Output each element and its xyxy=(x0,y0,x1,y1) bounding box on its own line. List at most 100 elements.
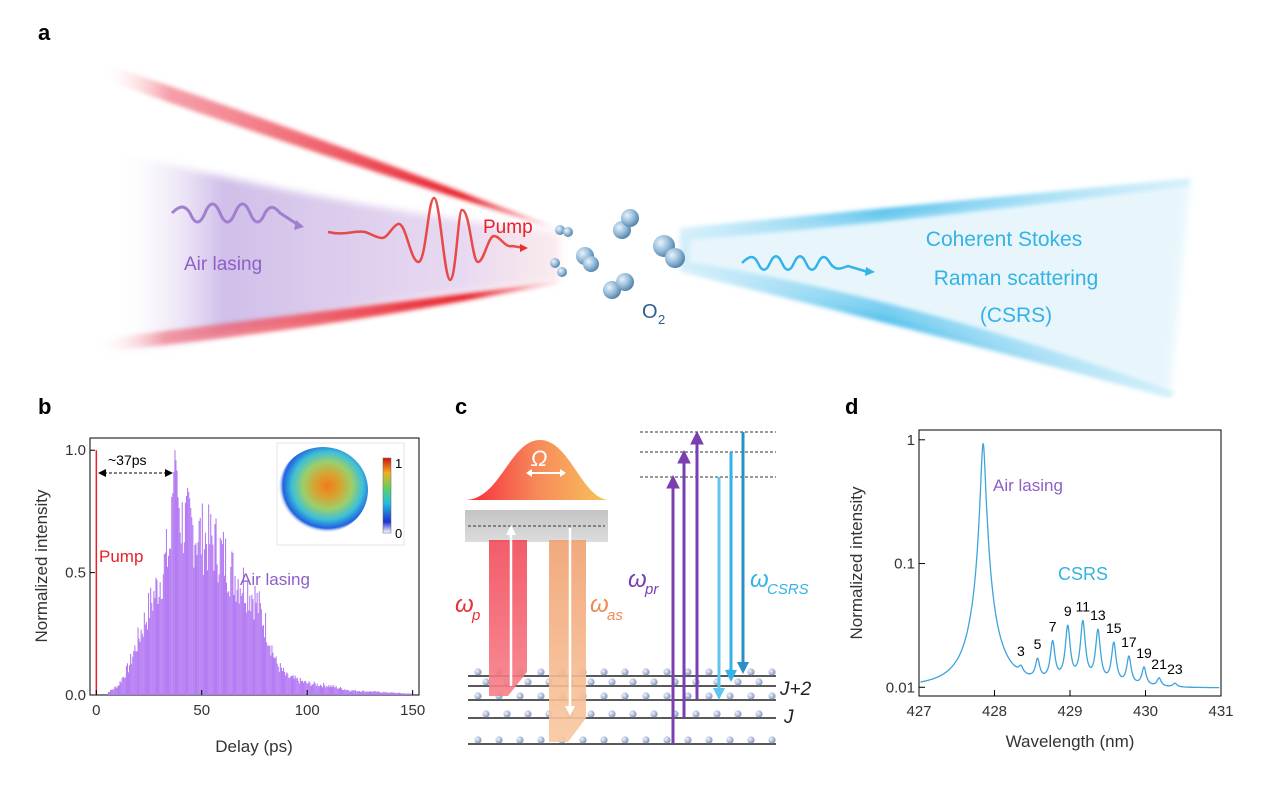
panel-b-pump-label: Pump xyxy=(99,547,143,566)
histogram-bar xyxy=(218,574,220,695)
histogram-bar xyxy=(226,582,228,695)
histogram-bar xyxy=(300,681,302,695)
histogram-bar xyxy=(123,677,125,695)
histogram-bar xyxy=(291,675,293,695)
histogram-bar xyxy=(338,688,340,695)
histogram-bar xyxy=(124,677,126,695)
histogram-bar xyxy=(397,692,399,695)
histogram-bar xyxy=(186,496,188,695)
histogram-bar xyxy=(330,685,332,695)
histogram-bar xyxy=(359,691,361,695)
histogram-bar xyxy=(310,686,312,695)
histogram-bar xyxy=(227,592,229,695)
histogram-bar xyxy=(370,691,372,695)
histogram-bar xyxy=(400,693,402,695)
histogram-bar xyxy=(209,544,211,695)
y-tick-label: 1 xyxy=(907,432,915,449)
beam-profile-image xyxy=(278,447,368,533)
y-tick-label: 1.0 xyxy=(65,442,86,459)
molecule-dot xyxy=(713,710,721,718)
air-lasing-wave xyxy=(170,202,301,228)
histogram-bar xyxy=(342,690,344,695)
histogram-bar xyxy=(193,567,195,695)
histogram-bar xyxy=(215,518,217,695)
histogram-bar xyxy=(313,681,315,695)
histogram-bar xyxy=(126,663,128,695)
molecule-dot xyxy=(684,692,692,700)
histogram-bar xyxy=(204,532,206,695)
histogram-bar xyxy=(159,582,161,695)
histogram-bar xyxy=(254,586,256,695)
histogram-bar xyxy=(388,692,390,695)
panel-d-ylabel: Normalized intensity xyxy=(847,486,866,640)
histogram-bar xyxy=(125,665,127,695)
molecule-dot xyxy=(629,710,637,718)
histogram-bar xyxy=(276,663,278,695)
histogram-bar xyxy=(211,535,213,695)
histogram-bar xyxy=(328,685,330,695)
molecule-dot xyxy=(537,668,545,676)
panel-d-csrs-label: CSRS xyxy=(1058,564,1108,584)
histogram-bar xyxy=(214,524,216,695)
histogram-bar xyxy=(225,538,227,695)
histogram-bar xyxy=(392,692,394,695)
histogram-bar xyxy=(163,554,165,695)
histogram-bar xyxy=(160,599,162,695)
histogram-bar xyxy=(174,450,176,695)
histogram-bar xyxy=(267,645,269,695)
histogram-bar xyxy=(368,691,370,695)
histogram-bar xyxy=(366,691,368,695)
molecule-dot xyxy=(747,692,755,700)
histogram-bar xyxy=(229,596,231,695)
histogram-bar xyxy=(376,691,378,695)
histogram-bar xyxy=(411,693,413,695)
histogram-bar xyxy=(121,677,123,695)
molecule-dot xyxy=(579,736,587,744)
panel-c: c J+2 J Ω ω p ω as xyxy=(455,394,812,745)
panel-d-air-lasing-label: Air lasing xyxy=(993,476,1063,495)
histogram-bar xyxy=(137,627,139,695)
histogram-bar xyxy=(200,554,202,695)
histogram-bar xyxy=(216,564,218,695)
histogram-bar xyxy=(405,693,407,695)
histogram-bar xyxy=(329,687,331,695)
histogram-bar xyxy=(323,683,325,695)
x-tick-label: 0 xyxy=(92,702,100,719)
histogram-bar xyxy=(381,692,383,695)
molecule-dot xyxy=(663,668,671,676)
histogram-bar xyxy=(135,651,137,695)
histogram-bar xyxy=(382,692,384,695)
histogram-bar xyxy=(257,613,259,695)
histogram-bar xyxy=(143,612,145,695)
histogram-bar xyxy=(345,690,347,695)
histogram-bar xyxy=(236,589,238,695)
x-tick-label: 428 xyxy=(982,703,1007,720)
histogram-bar xyxy=(365,691,367,695)
x-tick-label: 100 xyxy=(295,702,320,719)
histogram-bar xyxy=(289,677,291,695)
histogram-bar xyxy=(303,682,305,695)
x-tick-label: 431 xyxy=(1208,703,1233,720)
histogram-bar xyxy=(157,604,159,695)
histogram-bar xyxy=(344,689,346,695)
histogram-bar xyxy=(251,594,253,695)
histogram-bar xyxy=(315,686,317,695)
histogram-bar xyxy=(304,680,306,695)
molecule-dot xyxy=(587,678,595,686)
x-tick-label: 150 xyxy=(400,702,425,719)
histogram-bar xyxy=(295,678,297,695)
histogram-bar xyxy=(247,581,249,695)
histogram-bar xyxy=(222,531,224,695)
histogram-bar xyxy=(348,690,350,695)
histogram-bar xyxy=(266,642,268,695)
histogram-bar xyxy=(238,603,240,695)
histogram-bar xyxy=(385,691,387,695)
histogram-bar xyxy=(389,693,391,695)
histogram-bar xyxy=(294,675,296,695)
histogram-bar xyxy=(387,692,389,695)
histogram-bar xyxy=(167,566,169,695)
histogram-bar xyxy=(297,680,299,695)
molecule-dot xyxy=(768,736,776,744)
molecule-dot xyxy=(474,692,482,700)
histogram-bar xyxy=(320,685,322,695)
